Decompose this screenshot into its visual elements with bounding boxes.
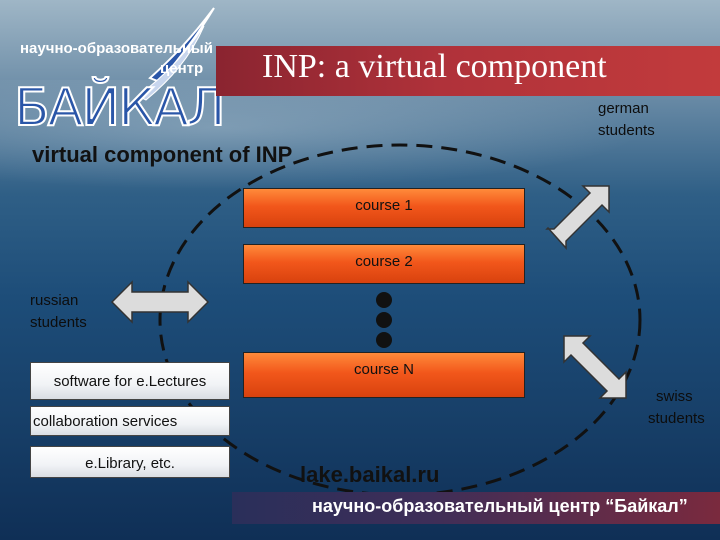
german-students-label: german students [598, 98, 655, 142]
swiss-students-label: swiss students [648, 386, 720, 430]
ellipsis-dot [376, 292, 392, 308]
swiss-label-line-1: swiss [656, 388, 693, 405]
logo-line-2: центр [160, 60, 204, 77]
service-elibrary: e.Library, etc. [30, 446, 230, 478]
footer-bar [232, 492, 720, 524]
background-haze [0, 80, 720, 200]
course-1-box: course 1 [243, 188, 525, 228]
russian-students-label: russian students [30, 290, 87, 334]
ellipsis-dot [376, 332, 392, 348]
slide-title: INP: a virtual component [262, 48, 607, 85]
russian-label-line-2: students [30, 314, 87, 331]
title-bar [216, 46, 720, 96]
german-label-line-1: german [598, 100, 649, 117]
course-n-box: course N [243, 352, 525, 398]
logo-name: БАЙКАЛ [13, 77, 227, 139]
russian-students-arrow [110, 280, 210, 324]
logo-line-1: научно-образовательный [20, 40, 213, 57]
swiss-label-line-2: students [648, 410, 705, 427]
course-2-box: course 2 [243, 244, 525, 284]
service-collaboration: collaboration services [30, 406, 230, 436]
russian-label-line-1: russian [30, 292, 79, 309]
site-url: lake.baikal.ru [300, 462, 440, 487]
course-n-label: course N [353, 361, 415, 378]
footer-text: научно-образовательный центр “Байкал” [312, 496, 688, 516]
section-label: virtual component of INP [32, 142, 293, 167]
ellipsis-dot [376, 312, 392, 328]
german-students-arrow [545, 185, 610, 250]
course-1-label: course 1 [355, 197, 413, 214]
service-electures: software for e.Lectures [30, 362, 230, 400]
course-2-label: course 2 [355, 253, 413, 270]
german-label-line-2: students [598, 122, 655, 139]
swiss-students-arrow [563, 335, 627, 399]
